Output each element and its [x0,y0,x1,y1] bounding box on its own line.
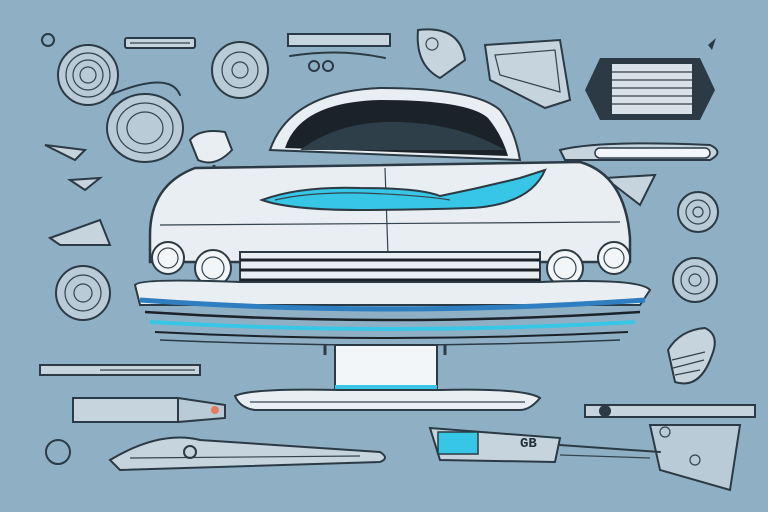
right-wedge-part [602,173,657,207]
right-tail-light-bar [558,142,719,161]
car [133,86,652,411]
left-headlights [151,241,232,287]
small-washer [41,33,55,47]
radiator-part [585,58,715,120]
license-plate [334,344,438,391]
small-bracket-part [44,144,88,162]
scoop-line [274,192,451,201]
front-bumper [133,279,652,346]
plate-stand [233,344,542,411]
top-round-gauge [211,41,269,99]
top-left-coil-part [57,44,119,106]
left-blade-part [72,396,226,424]
small-wedge-part [66,176,104,192]
left-plate-part [47,218,112,246]
hood-scoop [259,168,547,212]
top-right-mirror-part [483,38,572,110]
car-hood [148,160,632,264]
small-bolt-2 [322,60,334,72]
right-spring-part [666,326,716,385]
bottom-left-washer [45,439,71,465]
right-coil-2 [672,257,718,303]
right-coil-1 [677,191,719,233]
right-long-tool [584,404,756,492]
bottom-tool-handle [428,426,661,464]
left-gear-part [55,265,111,321]
left-long-rod-part [39,364,201,376]
windshield-reflection [300,121,505,150]
hood-crease [159,221,621,226]
right-headlights [546,241,631,287]
plate-base [233,388,542,411]
tool-label-text: GB [520,436,537,452]
hood-center-line [384,167,389,256]
left-spring-coil [106,81,184,163]
top-wiper-bar [287,33,391,59]
small-clip [708,38,716,50]
bottom-left-wiper-part [108,436,386,472]
side-mirror [188,130,234,164]
top-right-bracket [416,28,467,80]
small-bolt-1 [308,60,320,72]
